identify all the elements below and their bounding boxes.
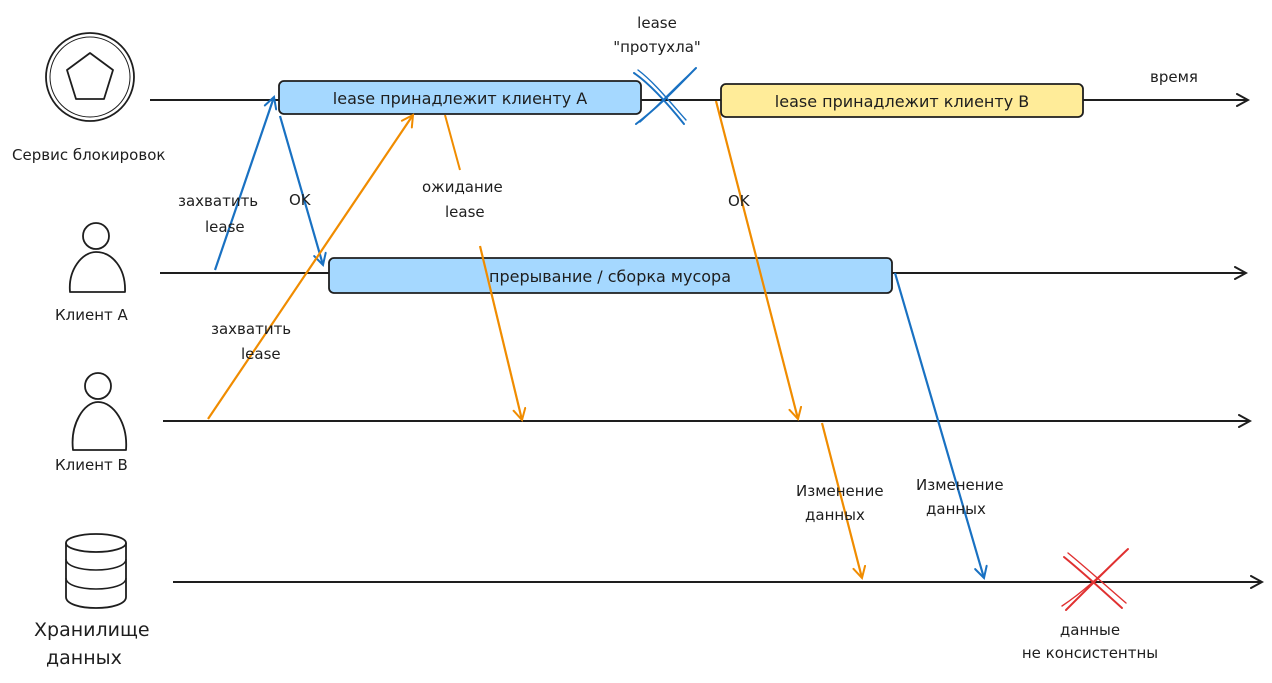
data-inconsistent-label-line1: данные [1060, 621, 1120, 639]
wait-lease-label-line2: lease [445, 203, 485, 221]
acquire-lease-b-label: захватить lease [211, 320, 291, 363]
client-a-person-icon [69, 222, 126, 293]
lock-service-label: Сервис блокировок [12, 146, 165, 164]
client-a-label: Клиент А [55, 306, 129, 324]
data-inconsistent-cross-icon [1061, 548, 1129, 611]
acquire-lease-b-arrow [207, 115, 413, 420]
lease-b-box-label: lease принадлежит клиенту В [775, 92, 1029, 111]
write-b-label-line1: Изменение [796, 482, 884, 500]
wait-lease-label: ожидание lease [422, 178, 503, 221]
storage-database-icon [65, 533, 127, 609]
write-a-label: Изменение данных [916, 476, 1004, 518]
write-a-label-line1: Изменение [916, 476, 1004, 494]
storage-label-line1: Хранилище [34, 619, 150, 641]
lock-service-icon [45, 32, 135, 122]
acquire-lease-a-label-line2: lease [205, 218, 245, 236]
ok-b-label: OK [728, 192, 751, 210]
lease-expired-label-line1: lease [637, 14, 677, 32]
ok-a-label: OK [289, 191, 312, 209]
ok-a-arrow [278, 115, 323, 265]
time-label: время [1150, 68, 1198, 86]
lease-b-box: lease принадлежит клиенту В [720, 83, 1084, 118]
write-a-arrow [893, 272, 984, 578]
pause-box-label: прерывание / сборка мусора [489, 267, 731, 286]
ok-b-arrow [714, 100, 798, 419]
wait-lease-arrow [478, 245, 522, 420]
storage-label-line2: данных [46, 647, 122, 669]
acquire-lease-b-label-line2: lease [241, 345, 281, 363]
client-b-label: Клиент В [55, 456, 128, 474]
lease-a-box-label: lease принадлежит клиенту А [333, 89, 587, 108]
write-b-arrow [820, 422, 862, 578]
lease-a-box: lease принадлежит клиенту А [278, 80, 642, 115]
pause-box: прерывание / сборка мусора [328, 257, 893, 294]
lease-expired-cross-icon [633, 67, 697, 125]
acquire-lease-a-arrow [213, 97, 274, 271]
wait-lease-label-line1: ожидание [422, 178, 503, 196]
wait-arrow-start [444, 114, 461, 171]
write-b-label: Изменение данных [796, 482, 884, 524]
client-b-person-icon [71, 372, 127, 451]
write-a-label-line2: данных [926, 500, 986, 518]
write-b-label-line2: данных [805, 506, 865, 524]
acquire-lease-b-label-line1: захватить [211, 320, 291, 338]
acquire-lease-a-label-line1: захватить [178, 192, 258, 210]
acquire-lease-a-label: захватить lease [178, 192, 258, 236]
lease-expired-label-line2: "протухла" [613, 38, 701, 56]
data-inconsistent-label-line2: не консистентны [1022, 644, 1158, 662]
